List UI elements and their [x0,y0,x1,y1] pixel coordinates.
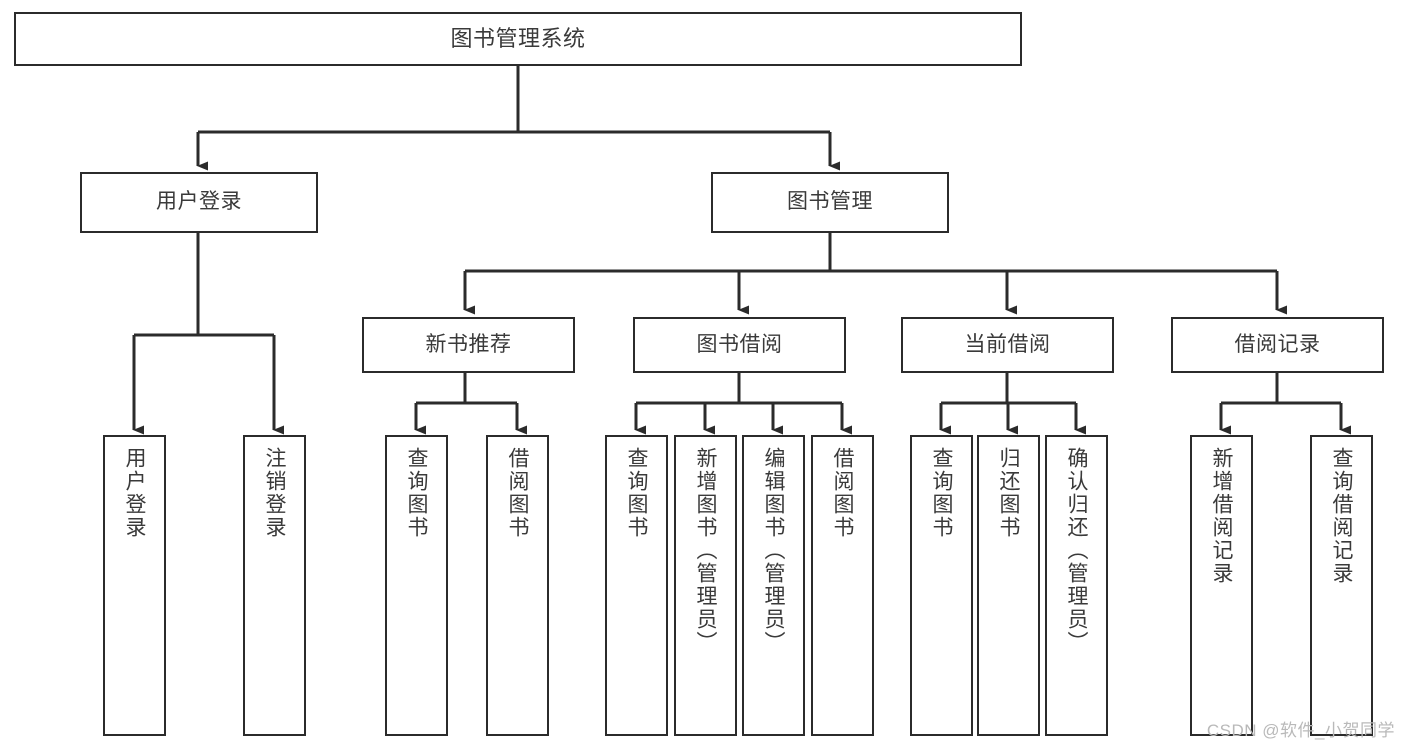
node-current-borrow-label: 当前借阅 [964,332,1051,356]
leaf-current-confirm-return-admin[interactable]: 确认归还（管理员） [1045,435,1108,736]
node-root[interactable]: 图书管理系统 [14,12,1022,66]
leaf-records-add-record-label: 新增借阅记录 [1210,447,1233,585]
node-user-login-label: 用户登录 [156,190,242,214]
node-borrow-records[interactable]: 借阅记录 [1171,317,1384,373]
leaf-current-return-books[interactable]: 归还图书 [977,435,1040,736]
leaf-newbook-query-books-label: 查询图书 [405,447,428,539]
node-book-borrow[interactable]: 图书借阅 [633,317,846,373]
node-root-label: 图书管理系统 [450,26,586,52]
leaf-borrow-borrow-books-label: 借阅图书 [831,447,854,539]
leaf-borrow-add-book-admin[interactable]: 新增图书（管理员） [674,435,737,736]
leaf-newbook-query-books[interactable]: 查询图书 [385,435,448,736]
node-current-borrow[interactable]: 当前借阅 [901,317,1114,373]
leaf-user-login-signout[interactable]: 注销登录 [243,435,306,736]
node-book-management[interactable]: 图书管理 [711,172,949,233]
leaf-borrow-query-books[interactable]: 查询图书 [605,435,668,736]
leaf-current-return-books-label: 归还图书 [997,447,1020,539]
leaf-current-query-books-label: 查询图书 [930,447,953,539]
leaf-borrow-borrow-books[interactable]: 借阅图书 [811,435,874,736]
node-new-book-recommend-label: 新书推荐 [425,332,512,356]
leaf-borrow-edit-book-admin-label: 编辑图书（管理员） [762,447,785,654]
node-user-login[interactable]: 用户登录 [80,172,318,233]
leaf-records-add-record[interactable]: 新增借阅记录 [1190,435,1253,736]
watermark-text: CSDN @软件_小贺同学 [1206,721,1395,740]
leaf-user-login-signin[interactable]: 用户登录 [103,435,166,736]
leaf-user-login-signin-label: 用户登录 [123,447,146,539]
leaf-newbook-borrow-books-label: 借阅图书 [506,447,529,539]
node-book-management-label: 图书管理 [787,190,873,214]
leaf-borrow-add-book-admin-label: 新增图书（管理员） [694,447,717,654]
node-borrow-records-label: 借阅记录 [1234,332,1321,356]
leaf-records-query-record[interactable]: 查询借阅记录 [1310,435,1373,736]
leaf-borrow-query-books-label: 查询图书 [625,447,648,539]
leaf-current-query-books[interactable]: 查询图书 [910,435,973,736]
leaf-user-login-signout-label: 注销登录 [263,447,286,539]
leaf-newbook-borrow-books[interactable]: 借阅图书 [486,435,549,736]
leaf-current-confirm-return-admin-label: 确认归还（管理员） [1065,447,1088,654]
leaf-borrow-edit-book-admin[interactable]: 编辑图书（管理员） [742,435,805,736]
leaf-records-query-record-label: 查询借阅记录 [1330,447,1353,585]
node-new-book-recommend[interactable]: 新书推荐 [362,317,575,373]
node-book-borrow-label: 图书借阅 [696,332,783,356]
